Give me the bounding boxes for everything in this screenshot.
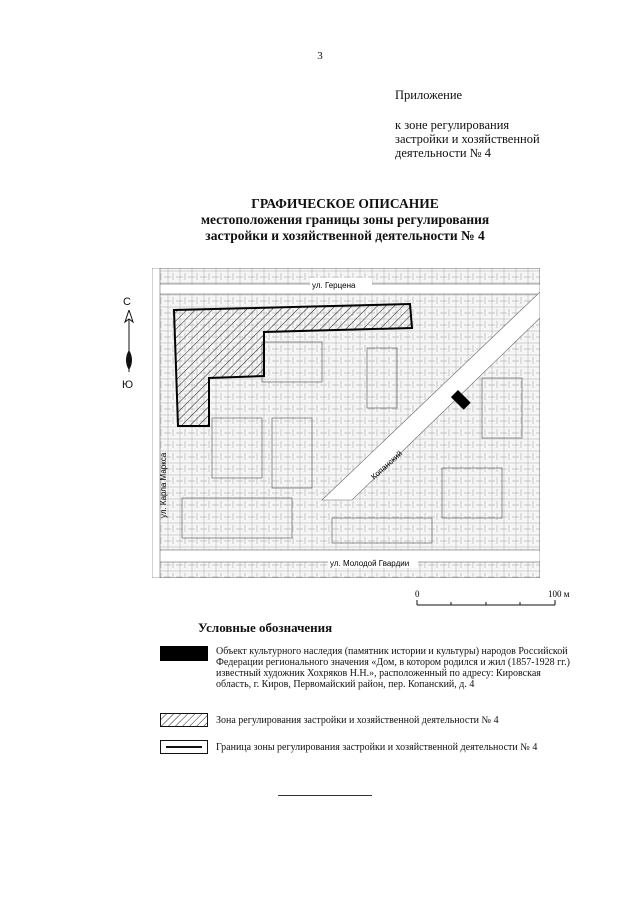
heritage-object-marker: [450, 390, 471, 410]
appendix-line: застройки и хозяйственной: [395, 132, 540, 146]
regulation-zone-polygon: [172, 302, 414, 427]
street-karla-marksa: [152, 268, 161, 578]
legend-text: Зона регулирования застройки и хозяйстве…: [216, 715, 499, 726]
scale-start-label: 0: [415, 589, 420, 599]
border-swatch-icon: [160, 740, 208, 754]
compass-north-label: С: [123, 296, 131, 308]
appendix-line: деятельности № 4: [395, 146, 491, 160]
page-number: 3: [317, 50, 323, 62]
title-line: местоположения границы зоны регулировани…: [200, 212, 490, 227]
street-label-gertsena: ул. Герцена: [312, 281, 356, 290]
hatch-swatch-icon: [160, 713, 208, 727]
legend-text: Граница зоны регулирования застройки и х…: [216, 742, 538, 753]
appendix-block: Приложение к зоне регулирования застройк…: [395, 88, 540, 160]
title-line: застройки и хозяйственной деятельности №…: [205, 228, 485, 243]
title-line: ГРАФИЧЕСКОЕ ОПИСАНИЕ: [251, 196, 439, 211]
street-kopanskiy: [321, 291, 540, 501]
street-label-molodoy-gvardii: ул. Молодой Гвардии: [330, 559, 409, 568]
heritage-swatch-icon: [160, 646, 208, 661]
street-label-karla-marksa: ул. Карла Маркса: [159, 452, 168, 518]
compass-south-label: Ю: [122, 379, 134, 391]
scale-end-label: 100 м: [548, 589, 570, 599]
legend-heading: Условные обозначения: [198, 620, 333, 635]
appendix-title: Приложение: [395, 88, 463, 102]
legend-text: Объект культурного наследия (памятник ис…: [216, 646, 570, 690]
document-title: ГРАФИЧЕСКОЕ ОПИСАНИЕ местоположения гран…: [0, 196, 640, 244]
compass-arrow-icon: [124, 310, 134, 372]
appendix-line: к зоне регулирования: [395, 118, 510, 132]
scale-bar: 0 100 м: [415, 589, 570, 606]
cadastral-map: ул. Герцена ул. Молодой Гвардии ул. Карл…: [152, 268, 540, 578]
footer-divider: [278, 795, 372, 796]
